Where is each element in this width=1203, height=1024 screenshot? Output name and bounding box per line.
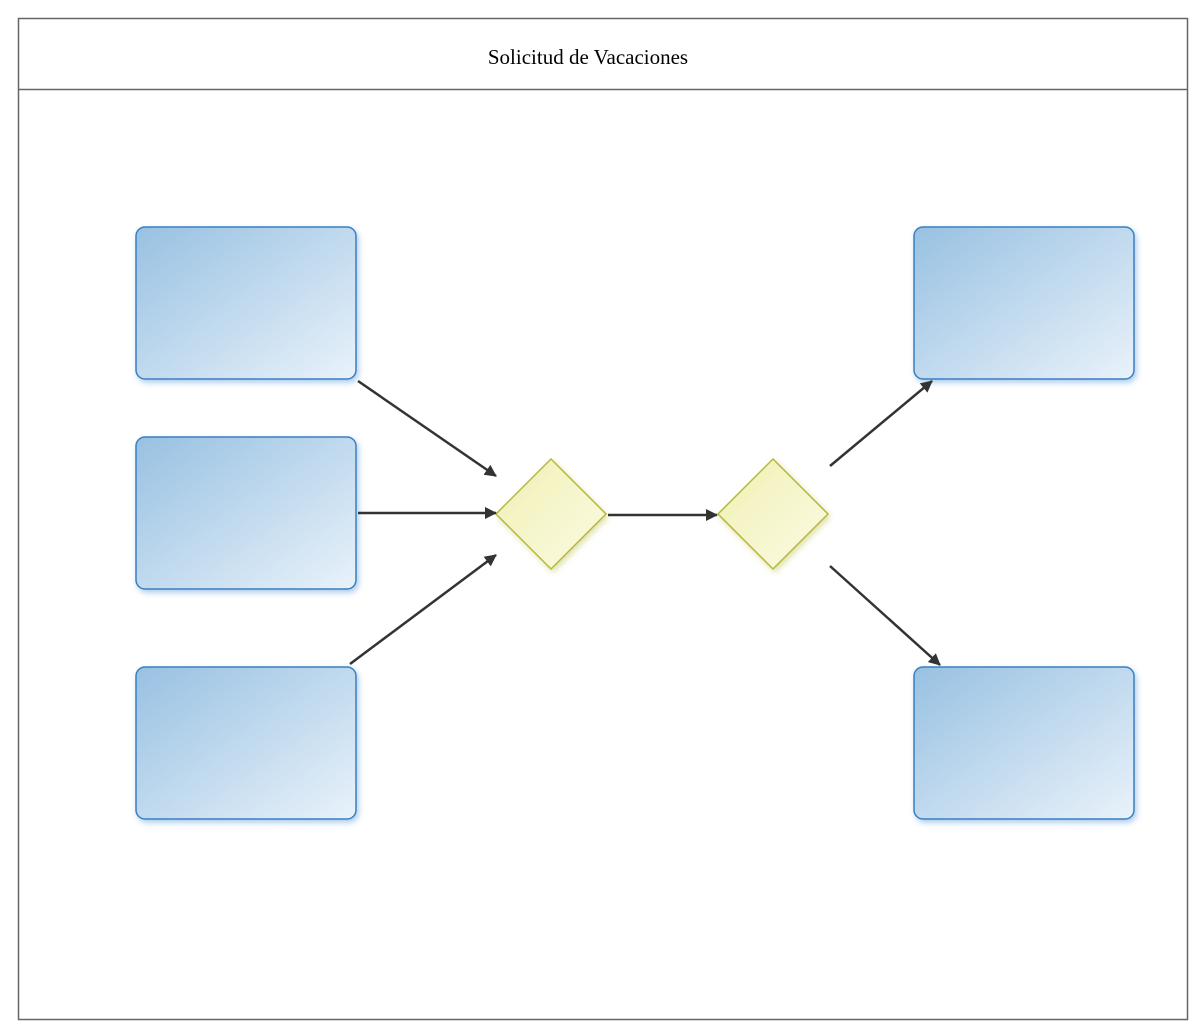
task-left-top[interactable] — [135, 226, 357, 380]
task-left-middle[interactable] — [135, 436, 357, 590]
gateway-merge[interactable] — [494, 457, 608, 571]
flow-left-top-to-merge[interactable] — [357, 379, 497, 478]
flow-left-bottom-to-merge[interactable] — [349, 553, 497, 666]
task-right-bottom[interactable] — [913, 666, 1135, 820]
task-right-top[interactable] — [913, 226, 1135, 380]
task-left-bottom[interactable] — [135, 666, 357, 820]
gateway-split[interactable] — [716, 457, 830, 571]
flow-split-to-right-top[interactable] — [829, 380, 933, 467]
pool-title: Solicitud de Vacaciones — [488, 45, 688, 69]
flow-split-to-right-bottom[interactable] — [829, 565, 941, 666]
